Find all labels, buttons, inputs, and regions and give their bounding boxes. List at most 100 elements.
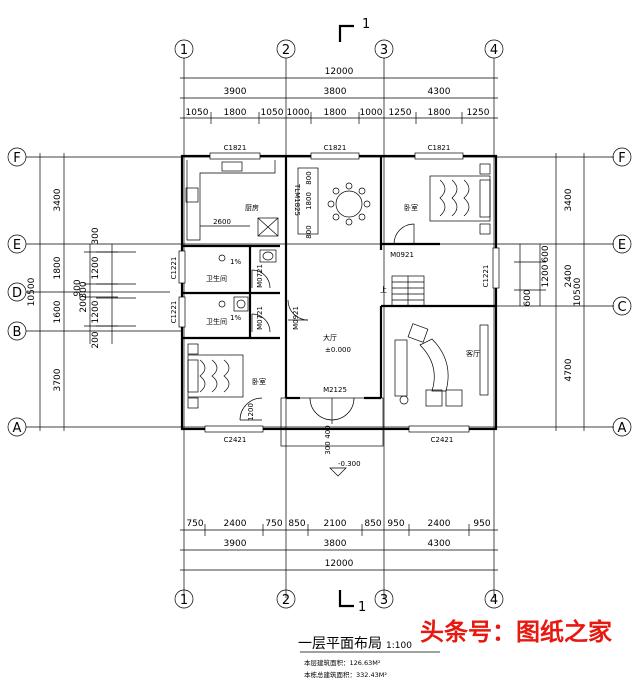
axis-bottom-1: 1 <box>180 593 188 608</box>
room-living: 客厅 <box>466 349 480 358</box>
dim-bot-sub-6: 850 <box>364 519 381 529</box>
interior-walls <box>182 156 496 400</box>
dim-bot-sub-9: 950 <box>473 519 490 529</box>
dim-top-bay-2: 3800 <box>324 87 347 97</box>
win-c2421-2: C2421 <box>431 436 454 444</box>
win-c1821-1: C1821 <box>224 144 247 152</box>
dim-top-sub-8: 1800 <box>428 108 451 118</box>
dim-top-bay-1: 3900 <box>224 87 247 97</box>
grid-lines <box>26 58 614 598</box>
dim-bot-sub-4: 850 <box>288 519 305 529</box>
plan-scale: 1:100 <box>386 641 412 651</box>
entrance-dim-300: 300 <box>324 441 332 454</box>
dim-left-i5: 300 <box>79 281 89 298</box>
axis-bottom-2: 2 <box>282 593 290 608</box>
axis-top-2: 2 <box>282 43 290 58</box>
dim-left-i4: 200 <box>91 331 101 348</box>
win-c1221-3: C1221 <box>482 265 490 288</box>
plan-title: 一层平面布局 <box>298 636 382 652</box>
dim-left-3700: 3700 <box>53 368 63 391</box>
dim-bot-sub-8: 2400 <box>428 519 451 529</box>
section-label-bottom: 1 <box>358 600 366 615</box>
axis-left-A: A <box>13 421 22 436</box>
window-frames <box>178 152 500 433</box>
axis-bubbles-right <box>612 147 632 437</box>
living-room-furniture <box>394 323 489 407</box>
axis-bubbles-top <box>174 39 504 59</box>
bedroom-bed-lower <box>187 343 263 421</box>
axis-right-F: F <box>618 151 625 166</box>
top-dimensions <box>180 77 498 124</box>
dim-800-a: 800 <box>305 171 313 184</box>
section-marker-top <box>338 24 354 42</box>
dim-left-mid: 900 <box>73 279 83 296</box>
dim-left-1800: 1800 <box>53 256 63 279</box>
bedroom-bed-upper <box>393 163 491 245</box>
door-m2125: M2125 <box>323 386 347 394</box>
axis-left-F: F <box>13 151 20 166</box>
dim-top-sub-4: 1000 <box>287 108 310 118</box>
dim-top-sub-6: 1000 <box>360 108 383 118</box>
axis-bottom-3: 3 <box>380 593 388 608</box>
watermark-text: 头条号：图纸之家 <box>420 618 612 646</box>
bathroom-fixtures <box>218 249 277 333</box>
dim-bot-sub-7: 950 <box>387 519 404 529</box>
axis-left-D: D <box>12 286 22 301</box>
axis-bubbles-bottom <box>174 589 504 609</box>
win-c1821-3: C1821 <box>428 144 451 152</box>
room-hall: 大厅 <box>323 333 337 342</box>
axis-left-E: E <box>13 238 21 253</box>
dim-top-sub-5: 1800 <box>324 108 347 118</box>
area-building: 本层建筑面积：126.63M² <box>304 658 381 667</box>
axis-top-3: 3 <box>380 43 388 58</box>
hall-level: ±0.000 <box>325 346 351 354</box>
win-c1821-2: C1821 <box>324 144 347 152</box>
dim-left-3400: 3400 <box>53 188 63 211</box>
dim-bot-sub-3: 750 <box>265 519 282 529</box>
dim-left-i3: 1200 <box>91 300 101 323</box>
dining-table-icon <box>327 182 371 226</box>
dim-left-i2: 1200 <box>91 256 101 279</box>
section-marker-bottom <box>338 590 354 608</box>
staircase <box>391 275 425 307</box>
dim-bot-bay-1: 3900 <box>224 539 247 549</box>
room-bedroom-1: 卧室 <box>404 203 418 212</box>
area-total: 本栋总建筑面积：332.43M² <box>304 670 387 679</box>
dim-top-sub-2: 1800 <box>224 108 247 118</box>
dim-bot-sub-2: 2400 <box>224 519 247 529</box>
left-window-ticks <box>96 251 136 327</box>
room-bath-1: 卫生间 <box>206 274 227 283</box>
dim-top-sub-7: 1250 <box>389 108 412 118</box>
dim-bot-total: 12000 <box>325 559 354 569</box>
win-tlm1825: TLM1825 <box>293 183 301 216</box>
dim-bot-sub-5: 2100 <box>324 519 347 529</box>
room-bedroom-2: 卧室 <box>252 377 266 386</box>
axis-bottom-4: 4 <box>490 593 498 608</box>
dim-800-b: 800 <box>305 225 313 238</box>
dim-bot-sub-1: 750 <box>186 519 203 529</box>
dim-bot-bay-2: 3800 <box>324 539 347 549</box>
axis-right-E: E <box>618 238 626 253</box>
axis-top-4: 4 <box>490 43 498 58</box>
kitchen-dim-2600: 2600 <box>213 218 231 226</box>
dim-top-sub-1: 1050 <box>186 108 209 118</box>
dim-right-4700: 4700 <box>564 358 574 381</box>
dim-bot-bay-3: 4300 <box>428 539 451 549</box>
kitchen-fixtures <box>185 160 279 241</box>
dim-left-total: 10500 <box>27 277 37 306</box>
door-m0721-1: M0721 <box>256 264 264 288</box>
right-dimensions <box>514 153 585 431</box>
section-label-top: 1 <box>362 17 370 32</box>
axis-right-C: C <box>617 300 626 315</box>
dim-top-sub-3: 1050 <box>261 108 284 118</box>
slope-1: 1% <box>230 258 241 266</box>
dim-left-i1: 300 <box>91 227 101 244</box>
win-c1221-1: C1221 <box>170 257 178 280</box>
axis-bubbles-left <box>7 147 27 437</box>
dim-left-1600: 1600 <box>53 300 63 323</box>
dim-right-i2: 1200 <box>541 264 551 287</box>
entrance <box>280 397 384 477</box>
slope-2: 1% <box>230 314 241 322</box>
axis-left-B: B <box>13 325 22 340</box>
